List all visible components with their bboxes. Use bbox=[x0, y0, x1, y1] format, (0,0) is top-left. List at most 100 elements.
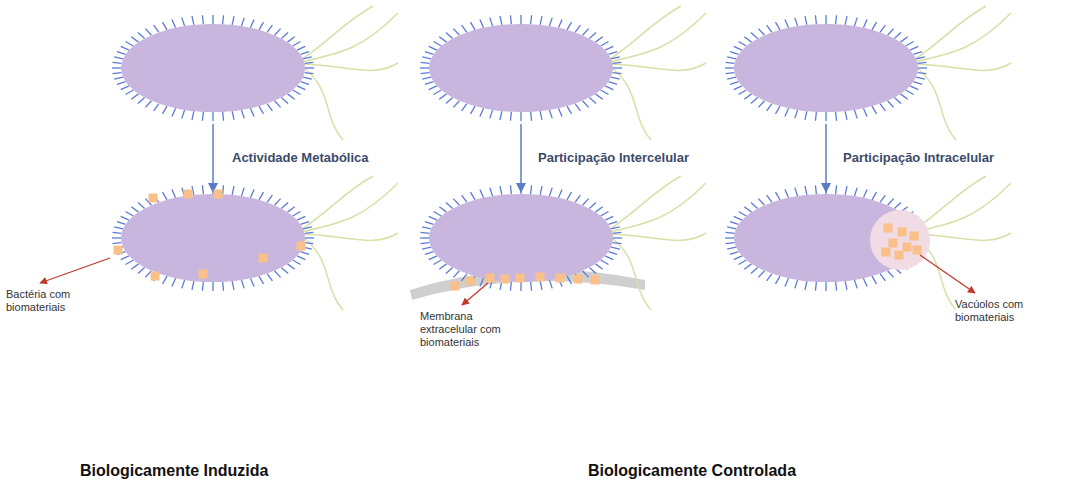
cilium bbox=[739, 212, 747, 217]
cilium bbox=[549, 18, 552, 27]
leader-arrow bbox=[40, 258, 110, 283]
cilium bbox=[739, 260, 747, 265]
cilium bbox=[453, 271, 459, 278]
cilium bbox=[232, 16, 234, 25]
cilium bbox=[275, 199, 281, 206]
cilium bbox=[222, 15, 224, 24]
cilium bbox=[241, 188, 244, 197]
biomaterial-particle bbox=[591, 276, 600, 285]
cilium bbox=[241, 110, 244, 119]
flagellum bbox=[609, 183, 706, 232]
cilium bbox=[446, 33, 453, 39]
cilium bbox=[300, 252, 309, 255]
biomaterial-particle bbox=[184, 190, 193, 199]
cilium bbox=[795, 110, 798, 119]
cilium bbox=[275, 271, 281, 278]
biomaterial-particle bbox=[903, 243, 912, 252]
cilium bbox=[422, 227, 431, 229]
cilium bbox=[835, 185, 837, 194]
flagellum bbox=[301, 176, 373, 230]
cilium bbox=[785, 278, 789, 286]
biomaterial-particle bbox=[895, 251, 904, 260]
cilium bbox=[815, 112, 817, 121]
cilium bbox=[462, 25, 467, 32]
cilium bbox=[916, 57, 925, 59]
biomaterial-particle bbox=[516, 274, 525, 283]
cilium bbox=[113, 72, 122, 74]
cilium bbox=[612, 242, 621, 244]
cilium bbox=[429, 256, 437, 260]
cilium bbox=[815, 15, 817, 24]
cilium bbox=[304, 232, 313, 234]
process-label: Participação Intercelular bbox=[538, 150, 689, 165]
cilium bbox=[510, 112, 512, 121]
cilium bbox=[520, 185, 521, 194]
cilium bbox=[434, 42, 442, 47]
cilium bbox=[608, 252, 617, 255]
biomaterial-particle bbox=[536, 273, 545, 282]
cilium bbox=[425, 52, 434, 55]
cilium bbox=[776, 276, 781, 284]
cilium bbox=[845, 16, 847, 25]
cilium bbox=[192, 16, 194, 25]
cilium bbox=[420, 237, 429, 238]
cilium bbox=[182, 18, 185, 27]
flagellum bbox=[914, 6, 986, 60]
cilium bbox=[776, 22, 781, 30]
cilium bbox=[138, 267, 145, 273]
cilium bbox=[421, 72, 430, 74]
cilium bbox=[601, 42, 609, 47]
cilium bbox=[613, 67, 622, 68]
flagellum bbox=[609, 236, 651, 310]
cilium bbox=[888, 101, 894, 108]
cilium bbox=[145, 29, 151, 36]
flagellum bbox=[609, 176, 681, 230]
cilium bbox=[880, 195, 885, 202]
cilium bbox=[540, 16, 542, 25]
biomaterial-particle bbox=[898, 228, 907, 237]
biomaterial-particle bbox=[882, 248, 891, 257]
cilium bbox=[726, 62, 735, 64]
cilium bbox=[540, 111, 542, 120]
cell-body bbox=[429, 24, 613, 112]
cilium bbox=[267, 274, 272, 281]
cilium bbox=[453, 199, 459, 206]
cilium bbox=[305, 237, 314, 238]
cilium bbox=[131, 207, 138, 212]
cilium bbox=[888, 29, 894, 36]
cilium bbox=[293, 42, 301, 47]
cilium bbox=[558, 190, 562, 198]
cilium bbox=[608, 52, 617, 55]
cilium bbox=[303, 57, 312, 59]
cilium bbox=[739, 90, 747, 95]
biomaterial-particle bbox=[913, 246, 922, 255]
cilium bbox=[805, 186, 807, 195]
cilium bbox=[112, 67, 121, 68]
cilium bbox=[121, 86, 129, 90]
cilium bbox=[303, 77, 312, 79]
cilium bbox=[275, 29, 281, 36]
cilium bbox=[601, 260, 609, 265]
cilium bbox=[241, 280, 244, 289]
cilium bbox=[612, 232, 621, 234]
cilium bbox=[293, 212, 301, 217]
cilium bbox=[605, 216, 613, 220]
cilium bbox=[293, 90, 301, 95]
cilium bbox=[575, 25, 580, 32]
cilium bbox=[510, 15, 512, 24]
cilium bbox=[422, 247, 431, 249]
cilium bbox=[300, 82, 309, 85]
cilium bbox=[549, 188, 552, 197]
cilium bbox=[300, 222, 309, 225]
cilium bbox=[287, 207, 294, 212]
cilium bbox=[520, 15, 521, 24]
cilium bbox=[825, 15, 826, 24]
cilium bbox=[117, 222, 126, 225]
cilium bbox=[422, 77, 431, 79]
cilium bbox=[250, 278, 254, 286]
cilium bbox=[918, 67, 927, 68]
cilium bbox=[549, 110, 552, 119]
cilium bbox=[429, 216, 437, 220]
flagellum bbox=[301, 236, 343, 310]
cilium bbox=[767, 25, 772, 32]
